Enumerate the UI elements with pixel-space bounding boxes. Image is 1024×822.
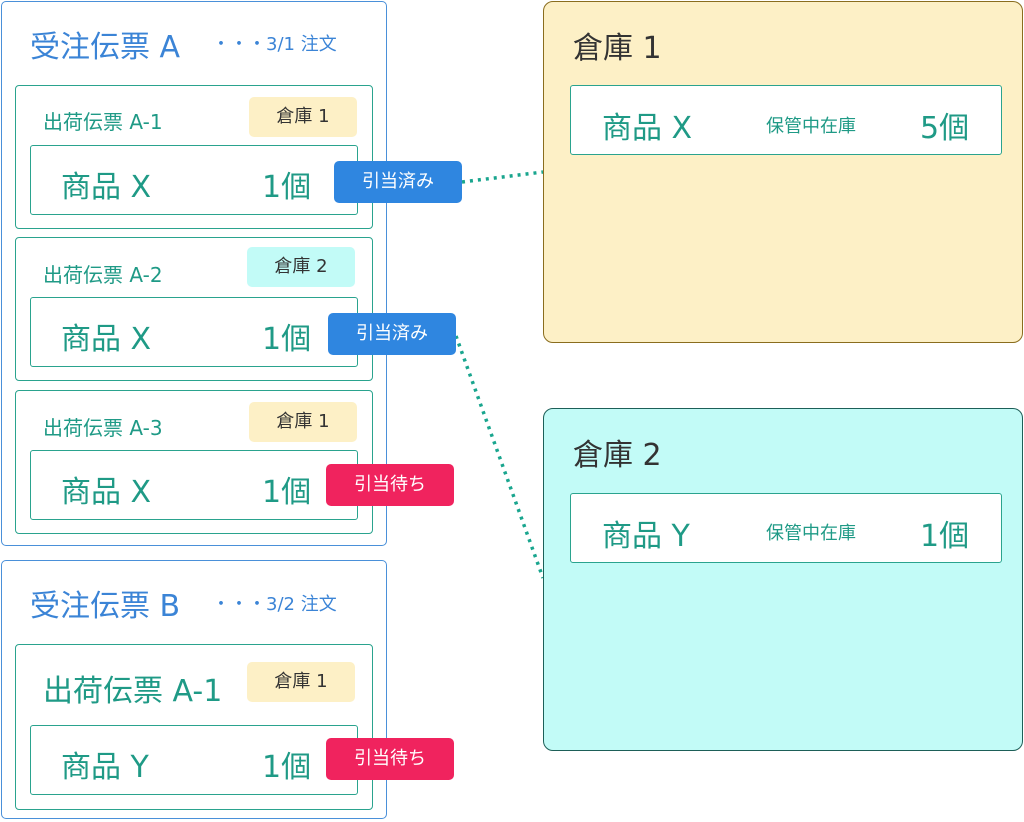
shipment-slip-a2-warehouse-tag: 倉庫 2 — [247, 247, 355, 287]
shipment-slip-a1-item-row — [30, 145, 358, 215]
shipment-slip-b1-status-badge: 引当待ち — [326, 738, 454, 780]
order-slip-a-title: 受注伝票 A — [30, 30, 181, 65]
order-slip-b-date: ・・・3/2 注文 — [212, 594, 337, 615]
shipment-slip-a3-item-qty: 1個 — [262, 475, 312, 510]
warehouse-1-name: 倉庫 1 — [573, 31, 662, 66]
shipment-slip-a2-title: 出荷伝票 A-2 — [43, 263, 163, 287]
shipment-slip-a2-item-qty: 1個 — [262, 322, 312, 357]
shipment-slip-a1-status-badge: 引当済み — [334, 161, 462, 203]
shipment-slip-a3-item-name: 商品 X — [61, 475, 152, 510]
shipment-slip-a2-status-badge: 引当済み — [328, 313, 456, 355]
warehouse-2-name: 倉庫 2 — [573, 438, 662, 473]
warehouse-2-box — [543, 408, 1023, 751]
shipment-slip-a3-title: 出荷伝票 A-3 — [43, 416, 163, 440]
connector-a2-warehouse2 — [454, 335, 545, 579]
shipment-slip-a3-status-badge: 引当待ち — [326, 464, 454, 506]
order-slip-b-title: 受注伝票 B — [30, 589, 181, 624]
shipment-slip-b1-item-row — [30, 725, 358, 795]
warehouse-1-stock-item: 商品 X — [602, 111, 693, 146]
shipment-slip-a1-item-name: 商品 X — [61, 170, 152, 205]
warehouse-2-stock-item: 商品 Y — [602, 519, 690, 554]
order-slip-a-date: ・・・3/1 注文 — [212, 34, 337, 55]
warehouse-1-stock-qty: 5個 — [920, 111, 970, 146]
shipment-slip-b1-warehouse-tag: 倉庫 1 — [247, 662, 355, 702]
warehouse-2-stock-qty: 1個 — [920, 519, 970, 554]
warehouse-2-stock-label: 保管中在庫 — [766, 523, 856, 544]
shipment-slip-b1-item-name: 商品 Y — [61, 750, 149, 785]
connector-a1-warehouse1 — [461, 170, 544, 184]
shipment-slip-a3-item-row — [30, 450, 358, 520]
shipment-slip-b1-item-qty: 1個 — [262, 750, 312, 785]
warehouse-1-stock-row — [570, 85, 1002, 155]
warehouse-2-stock-row — [570, 493, 1002, 563]
shipment-slip-a1-title: 出荷伝票 A-1 — [43, 110, 163, 134]
shipment-slip-a2-item-name: 商品 X — [61, 322, 152, 357]
shipment-slip-a1-warehouse-tag: 倉庫 1 — [249, 97, 357, 137]
shipment-slip-a1-item-qty: 1個 — [262, 170, 312, 205]
shipment-slip-a3-warehouse-tag: 倉庫 1 — [249, 402, 357, 442]
warehouse-1-stock-label: 保管中在庫 — [766, 116, 856, 137]
shipment-slip-b1-title: 出荷伝票 A-1 — [43, 674, 223, 709]
warehouse-1-box — [543, 1, 1023, 343]
